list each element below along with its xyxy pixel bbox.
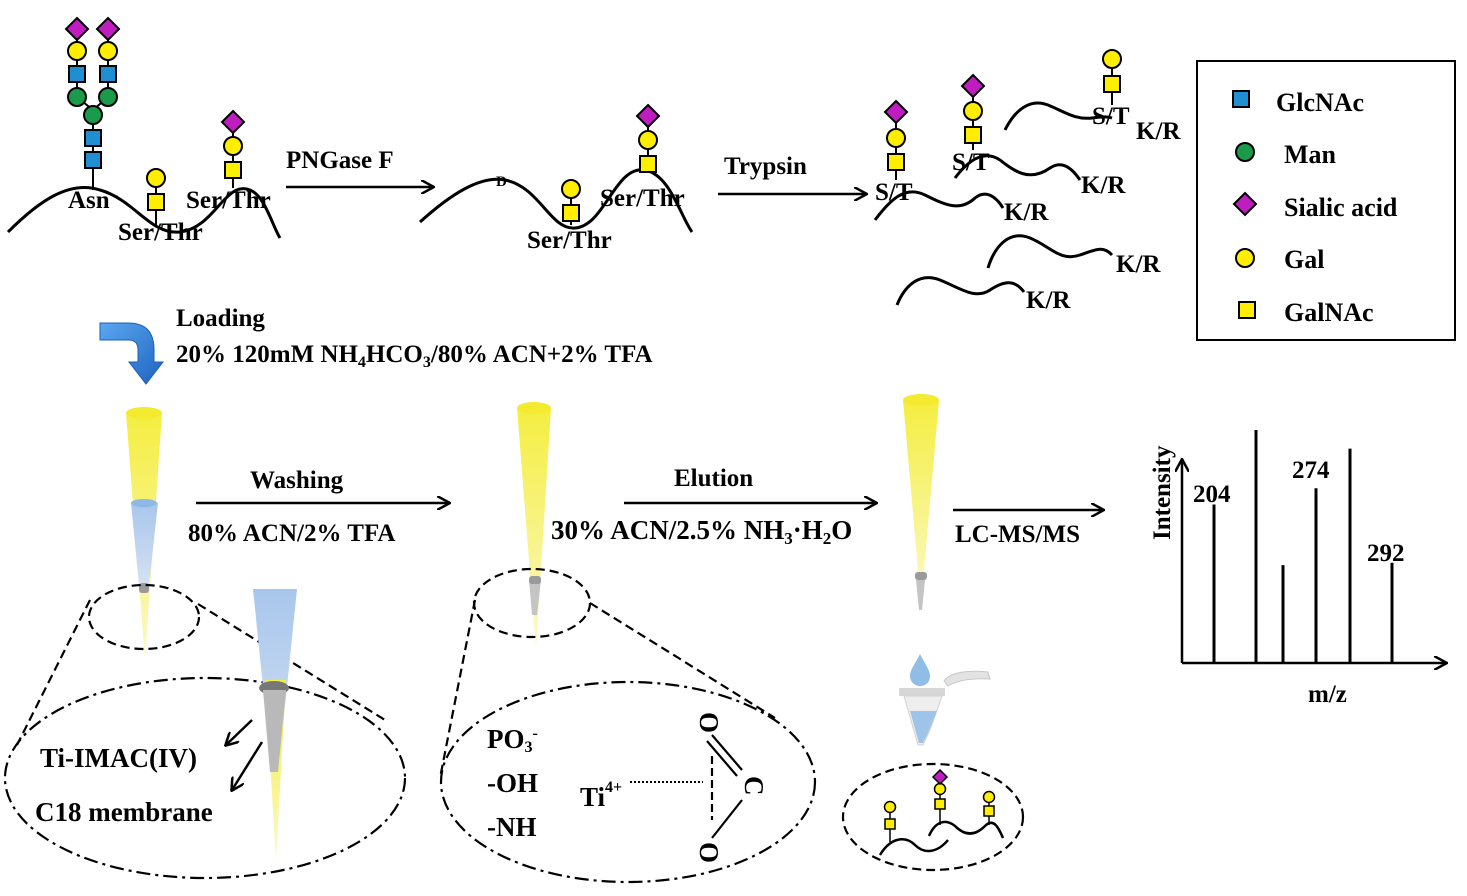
loading-step: Loading 20% 120mM NH4HCO3/80% ACN+2% TFA bbox=[99, 305, 653, 385]
elution-buffer: 30% ACN/2.5% NH3·H2O bbox=[551, 515, 852, 548]
elution-title: Elution bbox=[674, 465, 753, 492]
sialylated-o-glycan-icon bbox=[635, 103, 661, 173]
ms-spectrum: Intensity m/z 204 274 292 bbox=[1149, 430, 1446, 708]
elution-arrow: Elution 30% ACN/2.5% NH3·H2O bbox=[551, 465, 876, 548]
st-label: S/T bbox=[875, 179, 913, 206]
sialylated-o-glycan-icon bbox=[960, 73, 986, 150]
oxygen-label: O bbox=[694, 842, 724, 863]
sialic-acid-icon bbox=[1232, 191, 1258, 217]
zoom-chemistry-group: PO3- -OH -NH Ti4+ O C O bbox=[438, 567, 817, 884]
gal-icon bbox=[1235, 248, 1255, 268]
ser-thr-label: Ser/Thr bbox=[600, 185, 685, 212]
asp-label: D bbox=[496, 174, 507, 190]
kr-label: K/R bbox=[1116, 251, 1161, 278]
amine-label: -NH bbox=[487, 812, 537, 842]
trypsin-arrow: Trypsin bbox=[718, 153, 866, 194]
zoom-ti-imac-group: Ti-IMAC(IV) C18 membrane bbox=[3, 583, 407, 880]
sialylated-o-glycan-icon bbox=[883, 99, 909, 180]
ti-imac-label: Ti-IMAC(IV) bbox=[40, 743, 197, 773]
peptide-strand bbox=[953, 154, 1082, 181]
lcms-label: LC-MS/MS bbox=[955, 521, 1080, 548]
pipette-tip-loading bbox=[126, 407, 162, 660]
asn-label: Asn bbox=[68, 187, 110, 214]
kr-label: K/R bbox=[1081, 172, 1126, 199]
legend-label: Man bbox=[1284, 140, 1337, 169]
deglycosylated-protein-group: D Ser/Thr Ser/Thr bbox=[418, 103, 694, 254]
lcms-arrow: LC-MS/MS bbox=[953, 510, 1103, 548]
c18-membrane-label: C18 membrane bbox=[35, 797, 213, 827]
pipette-tip-elution bbox=[903, 394, 939, 686]
kr-label: K/R bbox=[1136, 118, 1181, 145]
st-label: S/T bbox=[952, 149, 990, 176]
st-label: S/T bbox=[1092, 103, 1130, 130]
ser-thr-label: Ser/Thr bbox=[527, 227, 612, 254]
protein-backbone bbox=[418, 168, 694, 233]
legend-label: Gal bbox=[1284, 245, 1324, 274]
x-axis-label: m/z bbox=[1308, 681, 1347, 708]
man-icon bbox=[1235, 142, 1255, 162]
sialylated-o-glycan-icon bbox=[220, 109, 246, 188]
y-axis-label: Intensity bbox=[1149, 445, 1176, 540]
oxygen-label: O bbox=[694, 712, 724, 733]
trypsin-label: Trypsin bbox=[724, 153, 807, 180]
eluted-glycopeptides bbox=[878, 768, 1005, 856]
glycoprotein-group: Asn Ser/Thr Ser/Thr bbox=[6, 16, 282, 246]
legend-label: Sialic acid bbox=[1284, 193, 1398, 222]
peptide-group: S/T S/T S/T K/R K/R K/R K/R K/R bbox=[873, 49, 1181, 314]
galnac-icon bbox=[1238, 301, 1256, 319]
peak-label: 274 bbox=[1292, 457, 1330, 484]
protein-backbone bbox=[6, 185, 282, 239]
pngase-arrow: PNGase F bbox=[286, 147, 433, 187]
legend-label: GlcNAc bbox=[1276, 88, 1364, 117]
hydroxyl-label: -OH bbox=[487, 768, 538, 798]
n-glycan-icon bbox=[64, 16, 121, 190]
curved-arrow-icon bbox=[99, 322, 165, 385]
peptide-strand bbox=[986, 234, 1114, 269]
loading-title: Loading bbox=[176, 305, 265, 332]
peak-label: 204 bbox=[1193, 481, 1231, 508]
peptide-strand bbox=[873, 190, 1005, 221]
o-glycan-icon bbox=[1102, 49, 1122, 105]
peptide-strand bbox=[895, 276, 1026, 306]
pngase-label: PNGase F bbox=[286, 147, 394, 174]
eluate-zoom bbox=[841, 762, 1025, 872]
eppendorf-tube-icon bbox=[899, 670, 991, 746]
washing-arrow: Washing 80% ACN/2% TFA bbox=[188, 467, 449, 547]
loading-buffer: 20% 120mM NH4HCO3/80% ACN+2% TFA bbox=[176, 341, 653, 371]
o-glycan-icon bbox=[561, 179, 581, 225]
ser-thr-label: Ser/Thr bbox=[118, 219, 203, 246]
legend: GlcNAc Man Sialic acid Gal GalNAc bbox=[1196, 60, 1456, 341]
carbon-label: C bbox=[739, 776, 769, 796]
washing-title: Washing bbox=[250, 467, 344, 494]
legend-label: GalNAc bbox=[1284, 298, 1374, 327]
kr-label: K/R bbox=[1004, 199, 1049, 226]
kr-label: K/R bbox=[1026, 287, 1071, 314]
peptide-strand bbox=[1003, 101, 1113, 131]
o-glycan-icon bbox=[146, 168, 166, 225]
ser-thr-label: Ser/Thr bbox=[186, 187, 271, 214]
washing-buffer: 80% ACN/2% TFA bbox=[188, 520, 395, 547]
pipette-tip-washed bbox=[517, 402, 551, 650]
titanium-label: Ti4+ bbox=[580, 779, 622, 812]
glcnac-icon bbox=[1232, 90, 1250, 108]
peak-label: 292 bbox=[1367, 540, 1405, 567]
droplet-icon bbox=[910, 654, 930, 686]
phosphate-label: PO3- bbox=[487, 724, 538, 756]
